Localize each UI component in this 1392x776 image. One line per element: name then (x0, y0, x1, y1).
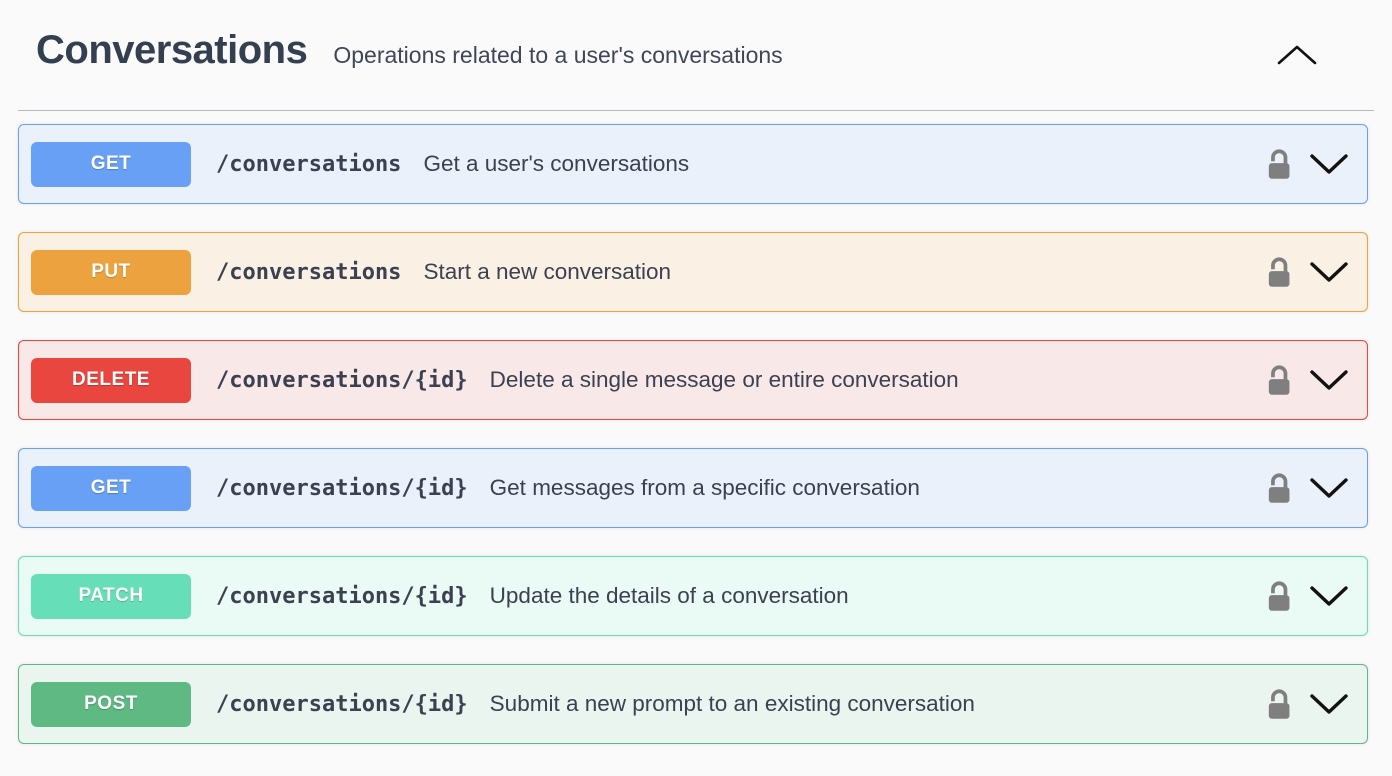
operation-summary: Get a user's conversations (423, 151, 690, 176)
authorize-button[interactable] (1263, 254, 1295, 291)
chevron-up-icon (1277, 45, 1317, 65)
chevron-down-icon (1310, 478, 1348, 498)
expand-operation-button[interactable] (1307, 475, 1351, 501)
operation-row[interactable]: GET /conversations/{id} Get messages fro… (18, 448, 1368, 528)
operation-summary: Update the details of a conversation (489, 583, 849, 608)
operation-summary: Submit a new prompt to an existing conve… (489, 691, 975, 716)
method-badge: GET (31, 141, 191, 187)
section-title: Conversations (36, 28, 308, 72)
operation-summary: Start a new conversation (423, 259, 672, 284)
authorize-button[interactable] (1263, 578, 1295, 615)
section-collapse-button[interactable] (1272, 40, 1322, 70)
authorize-button[interactable] (1263, 146, 1295, 183)
method-badge: DELETE (31, 357, 191, 403)
chevron-down-icon (1310, 262, 1348, 282)
unlocked-padlock-icon (1268, 148, 1290, 179)
expand-operation-button[interactable] (1307, 691, 1351, 717)
conversations-section-header: Conversations Operations related to a us… (0, 0, 1392, 82)
expand-operation-button[interactable] (1307, 583, 1351, 609)
method-badge: GET (31, 465, 191, 511)
chevron-down-icon (1310, 694, 1348, 714)
operation-summary: Delete a single message or entire conver… (489, 367, 959, 392)
authorize-button[interactable] (1263, 470, 1295, 507)
section-divider (18, 110, 1374, 111)
chevron-down-icon (1310, 370, 1348, 390)
endpoint-path: /conversations (216, 259, 402, 285)
operation-row[interactable]: POST /conversations/{id} Submit a new pr… (18, 664, 1368, 744)
endpoint-path: /conversations/{id} (216, 691, 468, 717)
chevron-down-icon (1310, 154, 1348, 174)
operation-row[interactable]: GET /conversations Get a user's conversa… (18, 124, 1368, 204)
unlocked-padlock-icon (1268, 688, 1290, 719)
authorize-button[interactable] (1263, 362, 1295, 399)
method-badge: PUT (31, 249, 191, 295)
operation-row[interactable]: PUT /conversations Start a new conversat… (18, 232, 1368, 312)
chevron-down-icon (1310, 586, 1348, 606)
unlocked-padlock-icon (1268, 364, 1290, 395)
unlocked-padlock-icon (1268, 472, 1290, 503)
operation-row[interactable]: DELETE /conversations/{id} Delete a sing… (18, 340, 1368, 420)
operation-summary: Get messages from a specific conversatio… (489, 475, 920, 500)
unlocked-padlock-icon (1268, 256, 1290, 287)
expand-operation-button[interactable] (1307, 151, 1351, 177)
endpoint-path: /conversations (216, 151, 402, 177)
endpoint-path: /conversations/{id} (216, 475, 468, 501)
method-badge: POST (31, 681, 191, 727)
endpoint-path: /conversations/{id} (216, 367, 468, 393)
endpoint-path: /conversations/{id} (216, 583, 468, 609)
method-badge: PATCH (31, 573, 191, 619)
operations-list: GET /conversations Get a user's conversa… (0, 111, 1392, 744)
unlocked-padlock-icon (1268, 580, 1290, 611)
authorize-button[interactable] (1263, 686, 1295, 723)
expand-operation-button[interactable] (1307, 259, 1351, 285)
section-subtitle: Operations related to a user's conversat… (333, 42, 783, 68)
expand-operation-button[interactable] (1307, 367, 1351, 393)
operation-row[interactable]: PATCH /conversations/{id} Update the det… (18, 556, 1368, 636)
